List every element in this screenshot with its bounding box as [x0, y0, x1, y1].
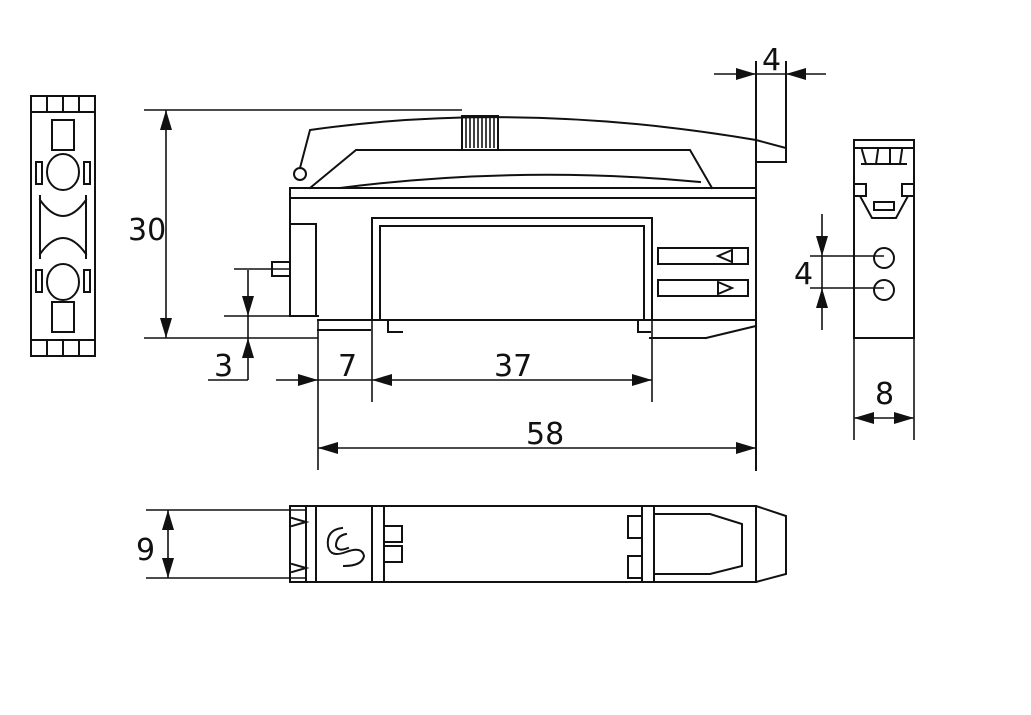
right-side-view — [810, 139, 915, 440]
dim-window-width: 37 — [494, 349, 532, 384]
knurl — [465, 118, 495, 148]
bottom-view — [146, 505, 787, 583]
front-view — [234, 61, 787, 471]
left-end-view — [30, 95, 96, 357]
dim-top-offset: 4 — [762, 43, 781, 78]
front-dimensions — [144, 68, 826, 470]
dim-total-length: 58 — [526, 417, 564, 452]
dim-led-spacing: 4 — [794, 257, 813, 292]
dim-left-gap: 7 — [338, 349, 357, 384]
dim-pin-offset: 3 — [214, 349, 233, 384]
dim-thickness: 9 — [136, 533, 155, 568]
dim-height: 30 — [128, 213, 166, 248]
dim-side-width: 8 — [875, 377, 894, 412]
